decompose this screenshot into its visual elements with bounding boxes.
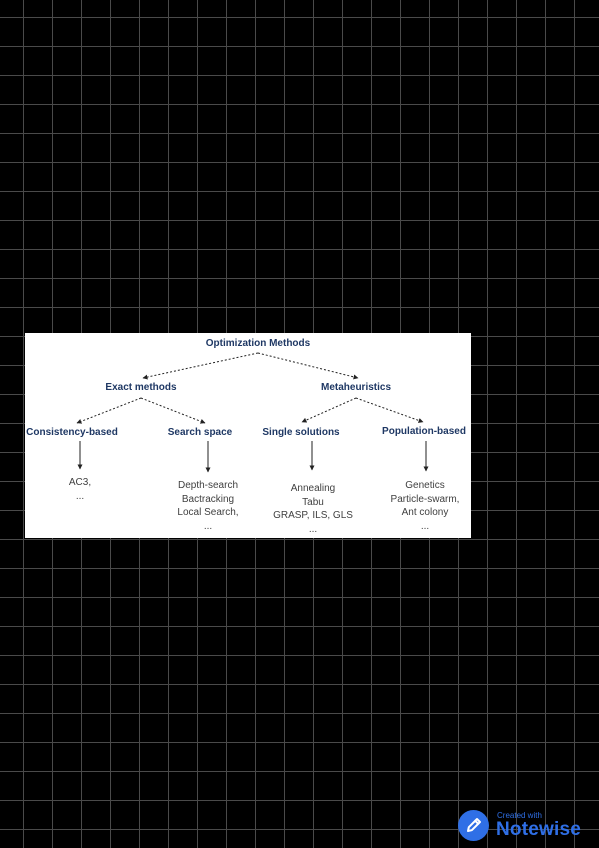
leaf-search-line-1: Depth-search <box>177 480 239 491</box>
edge-root-meta <box>257 352 359 380</box>
node-exact-methods: Exact methods <box>105 382 177 393</box>
node-consistency-based: Consistency-based <box>26 427 118 438</box>
leaf-population-line-4: ... <box>420 520 430 532</box>
leaf-single-line-2: Tabu <box>302 496 324 508</box>
node-population-based: Population-based <box>382 426 466 437</box>
leaf-consistency-line-2: ... <box>75 490 85 502</box>
leaf-consistency: AC3, ... <box>69 476 91 503</box>
leaf-single-line-4: ... <box>308 523 318 535</box>
leaf-search-line-4: ... <box>203 520 213 532</box>
node-metaheuristics: Metaheuristics <box>320 382 392 393</box>
badge-brand-name: Notewise <box>496 819 582 840</box>
leaf-single-line-1: Annealing <box>290 483 336 494</box>
leaf-search-line-2: Bactracking <box>181 493 235 505</box>
leaf-single-line-3: GRASP, ILS, GLS <box>273 510 353 521</box>
edge-meta-single <box>301 397 357 423</box>
edge-exact-consistency <box>76 397 142 424</box>
badge-created-with: Created with <box>497 811 542 820</box>
leaf-population-line-2: Particle-swarm, <box>390 493 460 505</box>
optimization-methods-diagram: Optimization Methods Exact methods Metah… <box>25 333 471 538</box>
leaf-population-based: Genetics Particle-swarm, Ant colony ... <box>391 479 460 533</box>
leaf-search-space: Depth-search Bactracking Local Search, .… <box>177 479 238 533</box>
node-optimization-methods: Optimization Methods <box>205 338 311 349</box>
edge-root-exact <box>142 352 259 380</box>
leaf-search-line-3: Local Search, <box>177 507 239 518</box>
leaf-population-line-1: Genetics <box>405 480 445 491</box>
edge-exact-search <box>140 397 206 424</box>
notewise-badge: Created with Notewise <box>457 808 597 844</box>
leaf-single-solutions: Annealing Tabu GRASP, ILS, GLS ... <box>273 482 353 536</box>
edge-meta-population <box>355 397 424 423</box>
diagram-connectors <box>76 352 429 473</box>
node-single-solutions: Single solutions <box>262 427 340 438</box>
pencil-icon <box>458 810 489 841</box>
leaf-consistency-line-1: AC3, <box>68 477 92 488</box>
leaf-population-line-3: Ant colony <box>401 507 449 518</box>
node-search-space: Search space <box>167 427 233 438</box>
